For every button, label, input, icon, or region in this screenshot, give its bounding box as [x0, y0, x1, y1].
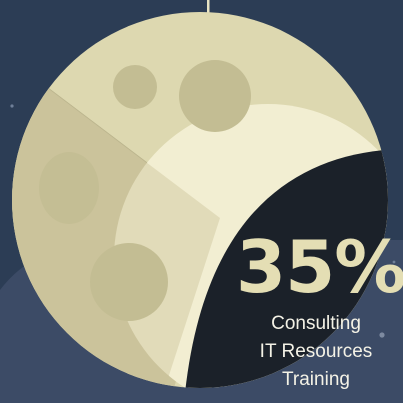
star	[392, 260, 396, 264]
star	[10, 104, 14, 108]
crater-large	[179, 60, 251, 132]
service-list: Consulting IT Resources Training	[236, 310, 396, 394]
service-label-it-resources: IT Resources	[259, 341, 373, 362]
service-label-consulting: Consulting	[271, 313, 361, 334]
service-label-training: Training	[282, 369, 350, 390]
hanging-string	[207, 0, 210, 14]
percentage-value: 35%	[236, 225, 403, 309]
crater-oval	[39, 152, 99, 224]
crater-small	[113, 65, 157, 109]
crater-lower	[90, 243, 168, 321]
star	[379, 332, 385, 338]
